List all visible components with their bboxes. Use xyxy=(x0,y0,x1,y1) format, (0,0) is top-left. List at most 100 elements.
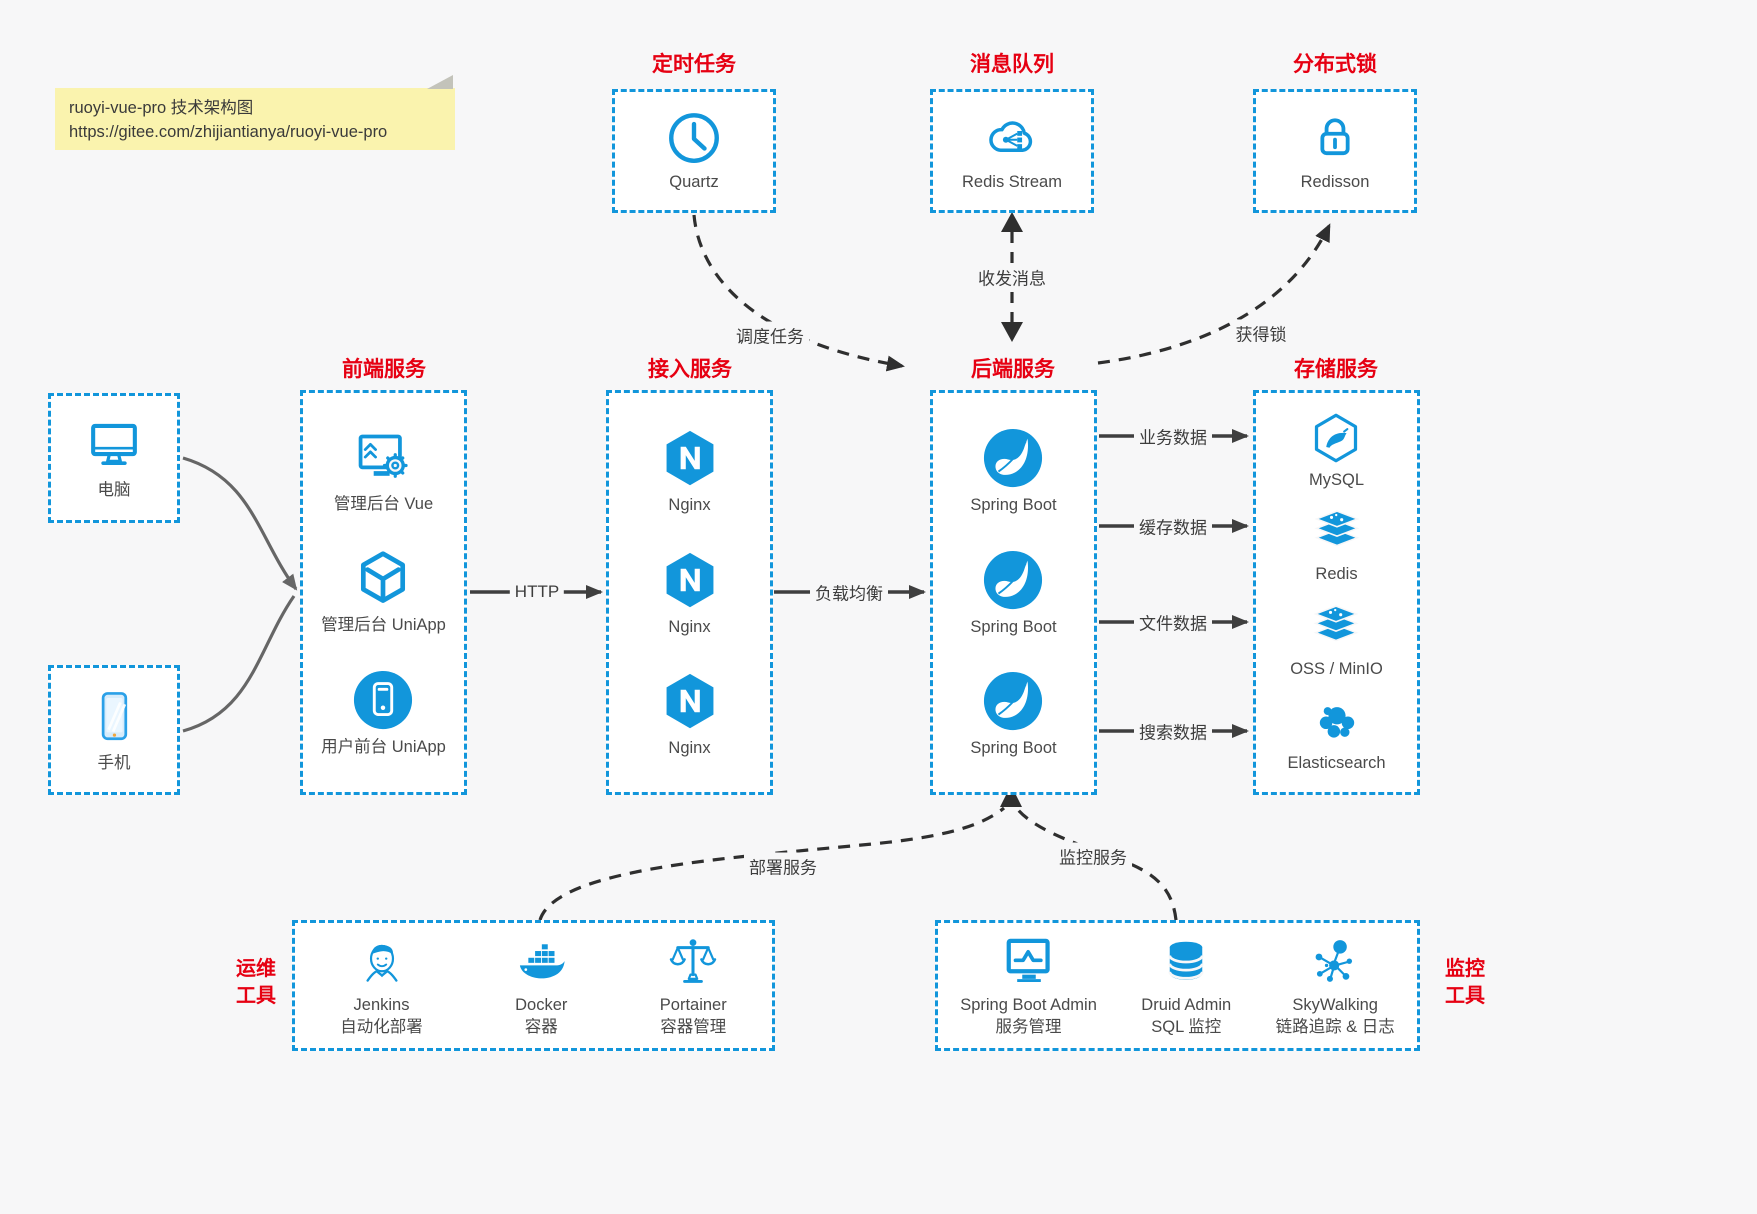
druid-desc: SQL 监控 xyxy=(1151,1017,1222,1036)
user-uniapp-node: 用户前台 UniApp xyxy=(321,669,446,757)
title-message-queue: 消息队列 xyxy=(970,53,1054,76)
docker-icon xyxy=(513,935,569,989)
nginx-label-3: Nginx xyxy=(668,739,711,758)
node-gateway-column: Nginx Nginx Nginx xyxy=(606,390,773,795)
cloud-stream-icon xyxy=(983,110,1041,166)
oss-minio-label: OSS / MinIO xyxy=(1290,659,1383,678)
phone-node: 手机 xyxy=(85,687,143,773)
nginx-node-3: Nginx xyxy=(660,670,720,758)
node-frontend-column: 管理后台 Vue 管理后台 UniApp 用户前台 UniApp xyxy=(300,390,467,795)
nginx-icon xyxy=(660,549,720,611)
spring-boot-admin-node: Spring Boot Admin 服务管理 xyxy=(960,935,1097,1037)
edge-label-cache-data: 缓存数据 xyxy=(1134,512,1212,540)
springboot-node-3: Spring Boot xyxy=(970,670,1057,758)
sba-desc: 服务管理 xyxy=(995,1017,1062,1036)
node-redisson: Redisson xyxy=(1253,89,1417,213)
jenkins-desc: 自动化部署 xyxy=(340,1017,423,1036)
mysql-label: MySQL xyxy=(1308,470,1364,489)
skywalking-name: SkyWalking xyxy=(1292,995,1378,1014)
sba-icon xyxy=(1002,935,1056,989)
note-title: ruoyi-vue-pro 技术架构图 xyxy=(69,99,254,117)
title-distributed-lock: 分布式锁 xyxy=(1293,53,1377,76)
clock-icon xyxy=(666,110,722,166)
ops-title-line1: 运维 xyxy=(236,958,276,980)
note-url: https://gitee.com/zhijiantianya/ruoyi-vu… xyxy=(69,122,388,141)
quartz-node: Quartz xyxy=(666,110,722,192)
monitor-title-line1: 监控 xyxy=(1445,958,1485,980)
docker-node: Docker 容器 xyxy=(513,935,569,1037)
springboot-node-1: Spring Boot xyxy=(970,427,1057,515)
springboot-label-2: Spring Boot xyxy=(970,617,1057,636)
edge-label-search-data: 搜索数据 xyxy=(1134,717,1212,745)
edge-label-file-data: 文件数据 xyxy=(1134,608,1212,636)
admin-vue-icon xyxy=(353,428,415,488)
monitor-tools-title: 监控 工具 xyxy=(1437,956,1493,1010)
node-storage-column: MySQL Redis OSS xyxy=(1253,390,1420,795)
admin-uniapp-node: 管理后台 UniApp xyxy=(321,549,446,635)
title-gateway-services: 接入服务 xyxy=(648,358,732,381)
nginx-node-2: Nginx xyxy=(660,549,720,637)
sba-name: Spring Boot Admin xyxy=(960,995,1097,1014)
elasticsearch-icon xyxy=(1311,697,1363,747)
ops-tools-title: 运维 工具 xyxy=(228,956,284,1010)
springboot-label-3: Spring Boot xyxy=(970,739,1057,758)
jenkins-name: Jenkins xyxy=(353,995,410,1014)
monitor-title-line2: 工具 xyxy=(1445,985,1485,1007)
spring-boot-icon xyxy=(982,427,1044,489)
edge-message-arrow-down xyxy=(1001,322,1023,342)
redis-stack-icon xyxy=(1311,508,1363,558)
uniapp-cube-icon xyxy=(352,549,414,609)
note-fold-corner xyxy=(427,75,453,89)
pc-node: 电脑 xyxy=(84,416,144,500)
elasticsearch-node: Elasticsearch xyxy=(1287,697,1386,773)
portainer-desc: 容器管理 xyxy=(660,1017,727,1036)
user-app-icon xyxy=(352,669,414,731)
title-frontend-services: 前端服务 xyxy=(342,358,426,381)
portainer-node: Portainer 容器管理 xyxy=(660,935,727,1037)
jenkins-node: Jenkins 自动化部署 xyxy=(340,935,423,1037)
user-uniapp-label: 用户前台 UniApp xyxy=(321,738,446,757)
springboot-node-2: Spring Boot xyxy=(970,549,1057,637)
skywalking-desc: 链路追踪 & 日志 xyxy=(1275,1017,1395,1036)
edge-label-business-data: 业务数据 xyxy=(1134,422,1212,450)
node-phone-client: 手机 xyxy=(48,665,180,795)
title-storage-services: 存储服务 xyxy=(1294,358,1378,381)
node-redis-stream: Redis Stream xyxy=(930,89,1094,213)
nginx-node-1: Nginx xyxy=(660,427,720,515)
edge-label-load-balance: 负载均衡 xyxy=(810,578,888,606)
desktop-icon xyxy=(84,416,144,474)
redisson-node: Redisson xyxy=(1301,110,1369,192)
pc-label: 电脑 xyxy=(97,481,131,500)
oss-stack-icon xyxy=(1310,603,1362,653)
portainer-icon xyxy=(666,935,720,989)
jenkins-icon xyxy=(355,935,409,989)
nginx-icon xyxy=(660,427,720,489)
redis-label: Redis xyxy=(1315,565,1358,584)
druid-icon xyxy=(1160,935,1212,989)
title-backend-services: 后端服务 xyxy=(971,358,1055,381)
redis-stream-node: Redis Stream xyxy=(962,110,1062,192)
sticky-note: ruoyi-vue-pro 技术架构图 https://gitee.com/zh… xyxy=(55,75,455,150)
node-pc-client: 电脑 xyxy=(48,393,180,523)
title-scheduled-task: 定时任务 xyxy=(652,53,736,76)
node-quartz: Quartz xyxy=(612,89,776,213)
edge-pc-to-frontend xyxy=(182,456,298,591)
edge-label-http: HTTP xyxy=(509,581,565,603)
oss-minio-node: OSS / MinIO xyxy=(1290,603,1383,679)
lock-icon xyxy=(1308,110,1362,166)
admin-uniapp-label: 管理后台 UniApp xyxy=(321,615,446,634)
nginx-icon xyxy=(660,670,720,732)
edge-label-acquire-lock: 获得锁 xyxy=(1230,319,1292,347)
edge-label-send-receive-message: 收发消息 xyxy=(973,263,1051,291)
druid-node: Druid Admin SQL 监控 xyxy=(1141,935,1231,1037)
ops-title-line2: 工具 xyxy=(236,985,276,1007)
quartz-label: Quartz xyxy=(669,173,719,192)
spring-boot-icon xyxy=(982,549,1044,611)
spring-boot-icon xyxy=(982,670,1044,732)
docker-desc: 容器 xyxy=(524,1017,558,1036)
skywalking-icon xyxy=(1308,935,1362,989)
springboot-label-1: Spring Boot xyxy=(970,495,1057,514)
node-ops-tools: Jenkins 自动化部署 Docker 容器 xyxy=(292,920,775,1051)
